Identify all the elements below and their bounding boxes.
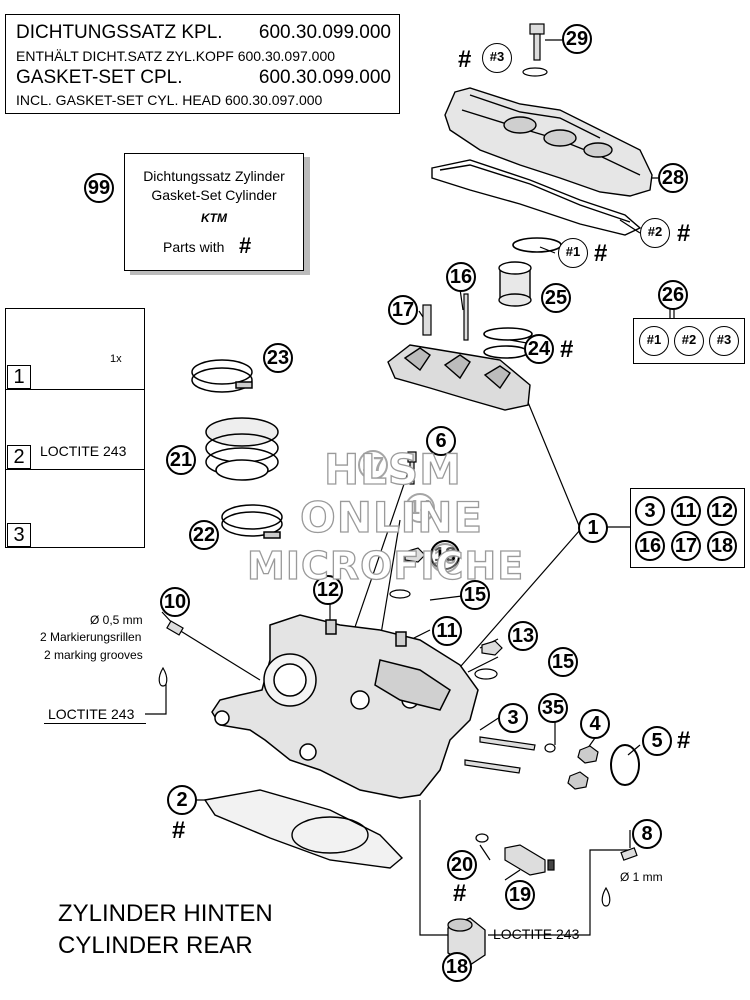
loctite-bottom-label: LOCTITE 243	[493, 926, 580, 942]
marking-grooves-en: 2 marking grooves	[44, 648, 143, 662]
group-1-item-11: 11	[671, 496, 701, 526]
callout-16: 16	[446, 262, 476, 292]
diagram-title-de: ZYLINDER HINTEN	[58, 900, 273, 927]
callout-15-upper: 15	[460, 580, 490, 610]
ref-1-ring: #1	[558, 238, 588, 268]
ref-2-group: #2	[674, 326, 704, 356]
gasket-set-includes-de: ENTHÄLT DICHT.SATZ ZYL.KOPF 600.30.097.0…	[16, 48, 336, 64]
watermark-line-1: HLSM	[323, 444, 462, 494]
gasket-set-includes-en: INCL. GASKET-SET CYL. HEAD 600.30.097.00…	[16, 92, 323, 108]
callout-1: 1	[578, 513, 608, 543]
kit-box-hash: #	[239, 233, 252, 258]
callout-99: 99	[84, 173, 114, 203]
callout-15-lower: 15	[548, 647, 578, 677]
callout-8: 8	[632, 819, 662, 849]
ktm-logo: KTM	[201, 211, 227, 225]
hash-marker: #	[677, 727, 691, 754]
callout-35: 35	[538, 693, 568, 723]
group-1-item-12: 12	[707, 496, 737, 526]
group-1-item-17: 17	[671, 531, 701, 561]
group-26-box: #1 #2 #3	[633, 318, 745, 364]
step-2-loctite: LOCTITE 243	[40, 443, 127, 459]
ref-3-top: #3	[482, 43, 512, 73]
group-1-item-3: 3	[635, 496, 665, 526]
callout-17: 17	[388, 295, 418, 325]
assembly-steps-panel	[5, 308, 145, 548]
callout-28: 28	[658, 163, 688, 193]
callout-19: 19	[505, 880, 535, 910]
step-1-turn-label: 1x	[110, 353, 122, 365]
diameter-1-label: Ø 1 mm	[620, 870, 663, 884]
callout-17-faded: 17	[358, 450, 388, 480]
group-1-item-16: 16	[635, 531, 665, 561]
ref-2-gasket: #2	[640, 218, 670, 248]
callout-25: 25	[541, 283, 571, 313]
callout-6: 6	[426, 426, 456, 456]
marking-grooves-de: 2 Markierungsrillen	[40, 630, 142, 644]
callout-22: 22	[189, 520, 219, 550]
kit-box-title-en: Gasket-Set Cylinder	[151, 187, 277, 203]
callout-26: 26	[658, 280, 688, 310]
kit-box-title-de: Dichtungssatz Zylinder	[143, 168, 285, 184]
callout-29: 29	[562, 24, 592, 54]
hash-marker: #	[458, 46, 472, 73]
gasket-set-title-en: GASKET-SET CPL.	[16, 67, 183, 88]
hash-marker: #	[677, 220, 691, 247]
callout-4: 4	[580, 709, 610, 739]
callout-11: 11	[432, 616, 462, 646]
callout-5: 5	[642, 726, 672, 756]
hash-marker: #	[172, 817, 186, 844]
callout-24: 24	[524, 334, 554, 364]
ref-3-group: #3	[709, 326, 739, 356]
hash-marker: #	[560, 336, 574, 363]
callout-13-lower: 13	[508, 621, 538, 651]
callout-20: 20	[447, 850, 477, 880]
callout-18: 18	[442, 952, 472, 982]
gasket-set-number-de: 600.30.099.000	[258, 22, 391, 43]
ref-1-group: #1	[639, 326, 669, 356]
group-1-box: 3 11 12 16 17 18	[630, 488, 745, 568]
step-3-number: 3	[7, 523, 31, 547]
callout-23: 23	[263, 343, 293, 373]
step-2-number: 2	[7, 445, 31, 469]
diagram-title-en: CYLINDER REAR	[58, 932, 253, 959]
group-1-item-18: 18	[707, 531, 737, 561]
callout-12: 12	[313, 575, 343, 605]
hash-marker: #	[453, 880, 467, 907]
loctite-left-label: LOCTITE 243	[48, 706, 135, 722]
kit-box-parts-with: Parts with	[163, 239, 225, 255]
callout-2: 2	[167, 785, 197, 815]
gasket-set-number-en: 600.30.099.000	[258, 67, 391, 88]
watermark-line-2: ONLINE	[299, 492, 484, 542]
callout-3: 3	[498, 703, 528, 733]
callout-10: 10	[160, 587, 190, 617]
callout-13-faded: 13	[430, 543, 460, 573]
callout-21: 21	[166, 445, 196, 475]
loctite-left-underline	[44, 723, 146, 724]
gasket-set-title-de: DICHTUNGSSATZ KPL.	[16, 22, 223, 43]
cylinder-gasket-kit-box: Dichtungssatz Zylinder Gasket-Set Cylind…	[124, 153, 304, 271]
diameter-05-label: Ø 0,5 mm	[90, 613, 143, 627]
watermark-line-3: MICROFICHE	[246, 543, 525, 588]
gasket-set-box: DICHTUNGSSATZ KPL. 600.30.099.000 ENTHÄL…	[5, 14, 400, 114]
step-1-number: 1	[7, 365, 31, 389]
hash-marker: #	[594, 240, 608, 267]
callout-14-faded: 14	[405, 493, 435, 523]
